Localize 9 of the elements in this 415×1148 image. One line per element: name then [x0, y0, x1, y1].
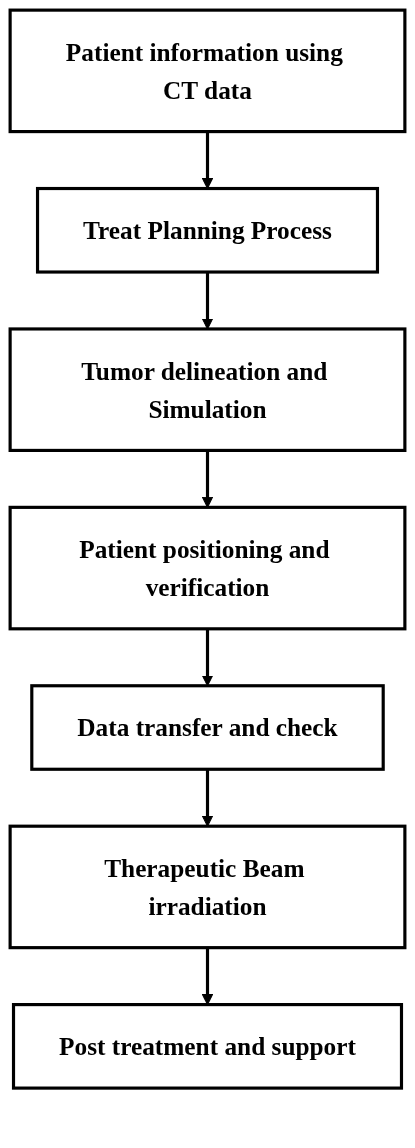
node-box: Post treatment and support	[11, 1003, 404, 1090]
arrow	[201, 769, 214, 827]
node-box: Data transfer and check	[30, 684, 385, 771]
node-box: Patient information using CT data	[8, 8, 407, 134]
node-box: Therapeutic Beam irradiation	[8, 824, 407, 950]
node-box: Tumor delineation and Simulation	[8, 327, 407, 452]
arrow	[201, 450, 214, 508]
node-box: Patient positioning and verification	[8, 505, 407, 631]
node-box: Treat Planning Process	[35, 186, 380, 274]
